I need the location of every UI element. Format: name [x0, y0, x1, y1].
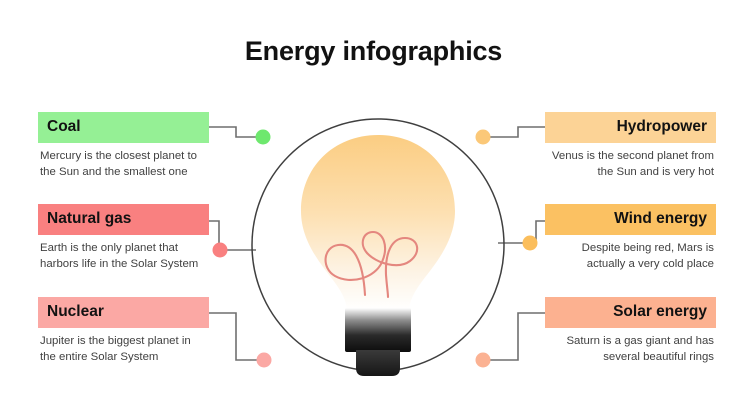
connector-line-hydropower — [483, 126, 545, 138]
connector-line-solar-energy — [483, 312, 545, 361]
heading-solar-energy: Solar energy — [545, 297, 716, 329]
heading-nuclear: Nuclear — [38, 297, 209, 329]
description-natural-gas: Earth is the only planet that harbors li… — [40, 242, 199, 271]
connector-line-wind-energy — [498, 220, 545, 244]
connector-dot-nuclear — [256, 352, 272, 368]
info-block-solar-energy[interactable]: Solar energy Saturn is a gas giant and h… — [545, 297, 716, 366]
bulb-base-upper — [345, 308, 411, 352]
bulb-glass — [301, 135, 455, 310]
connector-line-coal — [209, 126, 263, 138]
description-coal: Mercury is the closest planet to the Sun… — [40, 150, 198, 179]
heading-natural-gas: Natural gas — [38, 204, 209, 236]
description-hydropower: Venus is the second planet from the Sun … — [551, 150, 714, 179]
heading-hydropower: Hydropower — [545, 112, 716, 144]
page-title: Energy infographics — [244, 36, 503, 66]
info-block-coal[interactable]: Coal Mercury is the closest planet to th… — [38, 112, 209, 181]
bulb-base-cap — [356, 350, 400, 376]
connector-line-natural-gas — [209, 220, 256, 251]
heading-wind-energy: Wind energy — [545, 204, 716, 236]
info-block-hydropower[interactable]: Hydropower Venus is the second planet fr… — [545, 112, 716, 181]
connector-line-nuclear — [209, 312, 263, 361]
light-bulb-illustration — [251, 118, 505, 376]
connector-dot-natural-gas — [212, 242, 228, 258]
description-nuclear: Jupiter is the biggest planet in the ent… — [40, 335, 191, 364]
info-block-natural-gas[interactable]: Natural gas Earth is the only planet tha… — [38, 204, 209, 273]
bulb-filament — [324, 230, 419, 299]
connector-dot-wind-energy — [522, 235, 538, 251]
connector-dot-hydropower — [475, 129, 491, 145]
description-wind-energy: Despite being red, Mars is actually a ve… — [581, 242, 714, 271]
connector-dot-coal — [255, 129, 271, 145]
description-solar-energy: Saturn is a gas giant and has several be… — [566, 335, 714, 364]
info-block-wind-energy[interactable]: Wind energy Despite being red, Mars is a… — [545, 204, 716, 273]
connector-dot-solar-energy — [475, 352, 491, 368]
heading-coal: Coal — [38, 112, 209, 144]
info-block-nuclear[interactable]: Nuclear Jupiter is the biggest planet in… — [38, 297, 209, 366]
